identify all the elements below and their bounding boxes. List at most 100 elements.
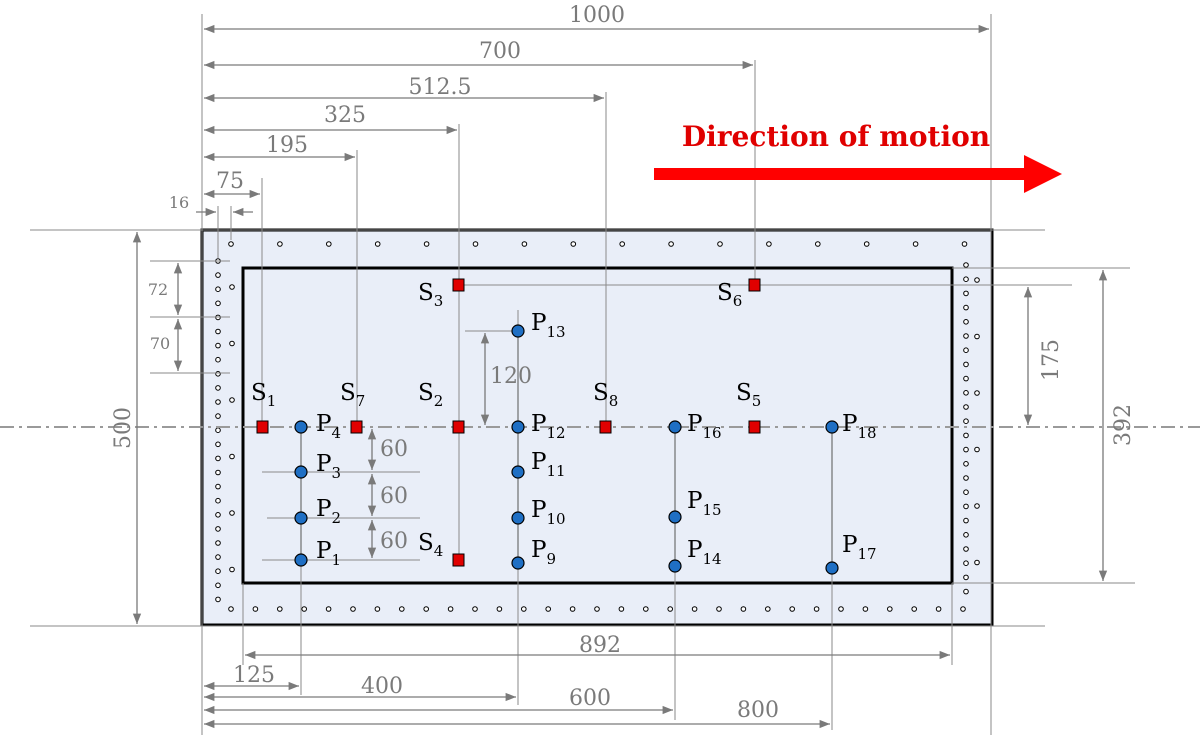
bolt-hole	[215, 441, 221, 448]
bolt-hole	[974, 559, 980, 566]
bolt-hole	[423, 241, 430, 247]
bolt-hole	[399, 606, 405, 612]
probes	[294, 324, 839, 575]
bolt-hole	[963, 404, 969, 410]
dim-125: 125	[233, 663, 275, 688]
bolt-hole	[215, 455, 221, 462]
dimension-arrows	[132, 24, 1108, 729]
sensor-label-s1: S1	[251, 380, 276, 410]
bolt-hole	[963, 546, 969, 552]
bolt-hole	[963, 290, 969, 297]
direction-arrow	[654, 155, 1062, 193]
probe-label-p18: P18	[842, 411, 877, 442]
probe-label-p15: P15	[687, 488, 722, 519]
dim-892: 892	[579, 633, 621, 658]
probe-p10-marker	[511, 511, 525, 525]
probe-label-p10: P10	[531, 497, 566, 528]
bolt-hole	[229, 397, 235, 403]
sensor-label-s7: S7	[340, 380, 365, 410]
bolt-hole	[215, 342, 221, 349]
dim-512-5: 512.5	[409, 75, 472, 100]
dim-1000: 1000	[569, 3, 625, 28]
bolt-hole	[215, 286, 221, 293]
probe-label-p1: P1	[316, 538, 341, 569]
bolt-hole	[545, 606, 552, 612]
bolt-hole	[215, 413, 221, 419]
bolt-hole	[813, 606, 820, 612]
dim-600: 600	[569, 686, 611, 711]
probe-label-p11: P11	[531, 449, 566, 480]
dim-700: 700	[479, 39, 521, 64]
bolt-holes	[215, 241, 980, 612]
probe-label-p2: P2	[316, 496, 341, 527]
bolt-hole	[963, 489, 969, 496]
sensor-s8-marker	[599, 420, 612, 434]
bolt-hole	[215, 385, 221, 391]
sensor-label-s5: S5	[736, 380, 761, 410]
bolt-hole	[887, 606, 893, 612]
sensor-s5-marker	[748, 420, 761, 434]
bolt-hole	[374, 241, 381, 247]
bolt-hole	[963, 432, 969, 439]
dim-800: 800	[737, 698, 779, 723]
bolt-hole	[815, 241, 821, 247]
bolt-hole	[215, 540, 221, 546]
dim-500: 500	[111, 407, 136, 449]
probe-p15-marker	[668, 510, 682, 524]
probe-label-p13: P13	[531, 310, 566, 341]
sensor-s7-marker	[350, 420, 363, 434]
bolt-hole	[963, 319, 969, 325]
bolt-hole	[789, 606, 796, 612]
bolt-hole	[215, 497, 221, 504]
probe-p13-marker	[511, 324, 525, 338]
bolt-hole	[963, 418, 969, 425]
dim-60-a: 60	[380, 437, 408, 462]
probe-label-p9: P9	[531, 537, 556, 568]
bolt-hole	[911, 606, 918, 612]
bolt-hole	[229, 566, 235, 573]
bolt-hole	[472, 606, 478, 612]
bolt-hole	[961, 241, 968, 247]
bolt-hole	[215, 526, 221, 532]
dim-72: 72	[148, 280, 168, 299]
bolt-hole	[215, 328, 221, 335]
bolt-hole	[963, 304, 969, 311]
probe-label-p16: P16	[687, 411, 722, 442]
bolt-hole	[963, 532, 969, 538]
bolt-hole	[496, 606, 503, 612]
bolt-hole	[618, 606, 625, 612]
bolt-hole	[215, 568, 221, 575]
bolt-hole	[838, 606, 844, 612]
bolt-hole	[963, 375, 969, 382]
bolt-hole	[963, 574, 969, 581]
sensor-label-s8: S8	[593, 380, 618, 410]
bolt-hole	[229, 284, 235, 290]
bolt-hole	[215, 371, 221, 377]
bolt-hole	[974, 390, 980, 396]
bolt-hole	[667, 606, 674, 612]
bolt-hole	[350, 606, 356, 612]
bolt-hole	[215, 427, 221, 434]
bolt-hole	[277, 606, 283, 612]
bolt-hole	[960, 606, 966, 612]
bolt-hole	[974, 446, 980, 453]
probe-p4-marker	[294, 420, 308, 434]
bolt-hole	[766, 241, 772, 247]
dim-60-b: 60	[380, 484, 408, 509]
sensor-s4-marker	[452, 553, 465, 567]
bolt-hole	[215, 399, 221, 405]
bolt-hole	[215, 582, 221, 589]
bolt-hole	[215, 512, 221, 518]
dim-60-c: 60	[380, 529, 408, 554]
bolt-hole	[301, 606, 308, 612]
dim-75: 75	[216, 169, 244, 194]
bolt-hole	[935, 606, 942, 612]
bolt-hole	[521, 241, 528, 247]
bolt-hole	[326, 241, 332, 247]
dim-392: 392	[1111, 404, 1136, 446]
direction-label: Direction of motion	[682, 120, 990, 153]
probe-p11-marker	[511, 465, 525, 479]
bolt-hole	[215, 356, 221, 363]
probe-label-p12: P12	[531, 411, 566, 442]
